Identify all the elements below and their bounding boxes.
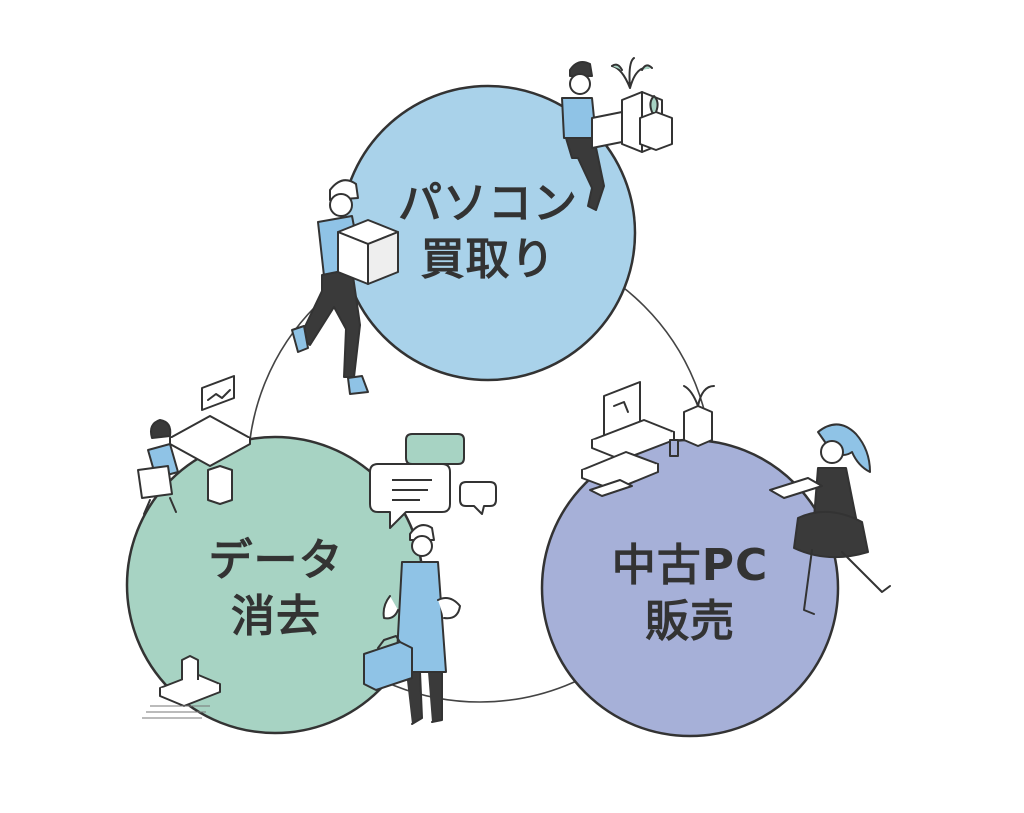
person-on-laptop-with-plants-icon: [561, 57, 673, 211]
label-buy-line-1: パソコン: [398, 178, 578, 229]
circle-label-buy: パソコン 買取り: [388, 176, 588, 288]
label-erase-line-1: データ: [208, 535, 344, 586]
label-buy-line-2: 買取り: [420, 234, 556, 285]
circle-label-erase: データ 消去: [196, 533, 356, 645]
circle-label-sell: 中古PC 販売: [600, 538, 780, 650]
technician-with-toolbox-icon: [363, 524, 461, 725]
woman-holding-laptop-icon: [769, 423, 891, 615]
desk-workstation-icon: [137, 375, 251, 515]
label-sell-line-2: 販売: [645, 596, 735, 647]
server-pedestal-icon: [142, 655, 221, 719]
speech-bubbles-icon: [369, 433, 497, 529]
label-sell-line-1: 中古PC: [611, 540, 769, 591]
label-erase-line-2: 消去: [231, 591, 321, 642]
worker-carrying-box-icon: [291, 179, 399, 395]
pc-sales-desk-icon: [581, 381, 715, 497]
